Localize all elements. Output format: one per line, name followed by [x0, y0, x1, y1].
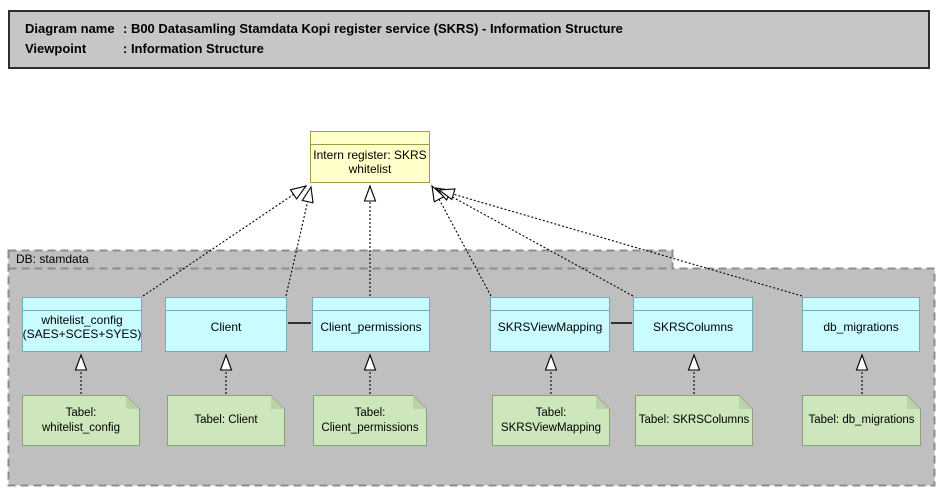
note-tabel-skrscolumns[interactable]: Tabel: SKRSColumns [635, 395, 753, 446]
object-title-bar [311, 132, 429, 145]
realization-client-to-register[interactable] [285, 185, 314, 297]
diagram-name-value: : B00 Datasamling Stamdata Kopi register… [123, 21, 623, 36]
header-row-viewpoint: Viewpoint : Information Structure [25, 39, 928, 59]
note-label: Tabel: SKRSColumns [638, 414, 750, 426]
object-label: db_migrations [823, 319, 899, 334]
object-skrscolumns[interactable]: SKRSColumns [633, 297, 753, 352]
realization-skrscolumns-to-register[interactable] [434, 187, 634, 297]
db-stamdata-group-title: DB: stamdata [16, 252, 89, 266]
object-client[interactable]: Client [165, 297, 287, 352]
note-tabel-db-migrations[interactable]: Tabel: db_migrations [802, 395, 921, 446]
object-skrsviewmapping[interactable]: SKRSViewMapping [490, 297, 610, 352]
db-stamdata-group-outline[interactable] [7, 249, 936, 487]
note-tabel-client[interactable]: Tabel: Client [167, 395, 285, 446]
diagram-name-label: Diagram name [25, 21, 115, 36]
realization-db-migrations-to-register[interactable] [437, 188, 803, 297]
object-label: Client [210, 319, 242, 334]
object-whitelist-config[interactable]: whitelist_config (SAES+SCES+SYES) [22, 297, 142, 352]
note-label: Tabel: SKRSViewMapping [500, 406, 602, 434]
object-label: Client_permissions [320, 319, 422, 334]
realization-whitelist-config-to-register[interactable] [142, 185, 308, 297]
viewpoint-label: Viewpoint [25, 41, 87, 56]
note-label: Tabel: Client [194, 414, 258, 426]
object-client-permissions[interactable]: Client_permissions [312, 297, 430, 352]
object-db-migrations[interactable]: db_migrations [802, 297, 920, 352]
note-label: Tabel: db_migrations [808, 414, 915, 426]
header-row-diagram-name: Diagram name : B00 Datasamling Stamdata K… [25, 19, 928, 39]
realization-skrsviewmapping-to-register[interactable] [431, 184, 492, 297]
note-label: Tabel: Client_permissions [321, 406, 419, 434]
object-label: SKRSViewMapping [497, 319, 603, 334]
note-tabel-whitelist-config[interactable]: Tabel: whitelist_config [22, 395, 140, 446]
object-label: SKRSColumns [652, 319, 734, 334]
note-tabel-client-permissions[interactable]: Tabel: Client_permissions [313, 395, 427, 446]
object-intern-register-skrs-whitelist[interactable]: Intern register: SKRS whitelist [310, 131, 430, 183]
object-label: whitelist_config (SAES+SCES+SYES) [22, 312, 142, 341]
diagram-header: Diagram name : B00 Datasamling Stamdata K… [8, 10, 930, 69]
note-tabel-skrsviewmapping[interactable]: Tabel: SKRSViewMapping [492, 395, 610, 446]
object-label: Intern register: SKRS whitelist [313, 148, 427, 176]
note-label: Tabel: whitelist_config [42, 406, 120, 434]
viewpoint-value: : Information Structure [123, 41, 264, 56]
